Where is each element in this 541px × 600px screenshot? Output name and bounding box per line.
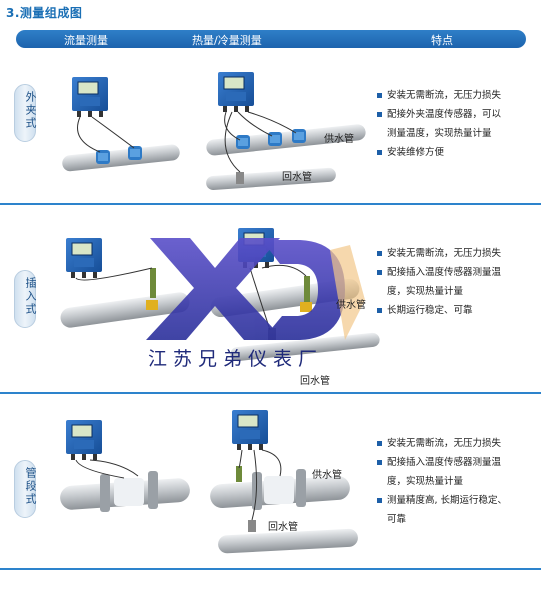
page-title: 3.测量组成图: [6, 6, 83, 20]
section-divider: [0, 392, 541, 394]
supply-pipe-label: 供水管: [336, 300, 366, 311]
supply-pipe-label: 供水管: [312, 470, 342, 481]
header-features: 特点: [431, 34, 453, 47]
section1-heat-diagram: [206, 71, 366, 190]
feature-item: 测量精度高, 长期运行稳定、: [375, 491, 535, 510]
watermark-company-name: 江苏兄弟仪表厂: [148, 348, 324, 370]
features-list: 安装无需断流，无压力损失 配接插入温度传感器测量温 度，实现热量计量 测量精度高…: [375, 434, 535, 529]
supply-pipe-label: 供水管: [324, 134, 354, 145]
section1-flow-diagram: [62, 76, 180, 172]
section2-flow-diagram: [60, 237, 190, 328]
section3-heat-diagram: [210, 409, 358, 554]
section-divider: [0, 568, 541, 570]
watermark-logo: [146, 238, 365, 340]
feature-item: 安装无需断流，无压力损失: [375, 86, 535, 105]
feature-item: 配接外夹温度传感器，可以: [375, 105, 535, 124]
feature-item: 安装无需断流，无压力损失: [375, 244, 535, 263]
header-heat: 热量/冷量测量: [192, 34, 262, 47]
features-list: 安装无需断流，无压力损失 配接插入温度传感器测量温 度，实现热量计量 长期运行稳…: [375, 244, 535, 320]
feature-item-continued: 度，实现热量计量: [387, 286, 464, 297]
feature-item-continued: 测量温度，实现热量计量: [387, 128, 492, 139]
header-flow: 流量测量: [64, 34, 108, 47]
feature-item: 安装维修方便: [375, 143, 535, 162]
feature-item-continued: 度，实现热量计量: [387, 476, 464, 487]
section-tab-clamp-on: 外夹式: [14, 84, 37, 142]
return-pipe-label: 回水管: [282, 172, 312, 183]
table-header: 流量测量 热量/冷量测量 特点: [16, 30, 526, 48]
section3-flow-diagram: [60, 419, 190, 512]
feature-item-continued: 可靠: [387, 514, 407, 525]
feature-item: 配接插入温度传感器测量温: [375, 453, 535, 472]
feature-item: 长期运行稳定、可靠: [375, 301, 535, 320]
return-pipe-label: 回水管: [268, 522, 298, 533]
feature-item: 安装无需断流，无压力损失: [375, 434, 535, 453]
return-pipe-label: 回水管: [300, 376, 330, 387]
section-tab-spool: 管段式: [14, 460, 37, 518]
section-tab-insertion: 插入式: [14, 270, 37, 328]
features-list: 安装无需断流，无压力损失 配接外夹温度传感器，可以 测量温度，实现热量计量 安装…: [375, 86, 535, 162]
feature-item: 配接插入温度传感器测量温: [375, 263, 535, 282]
section-divider: [0, 203, 541, 205]
